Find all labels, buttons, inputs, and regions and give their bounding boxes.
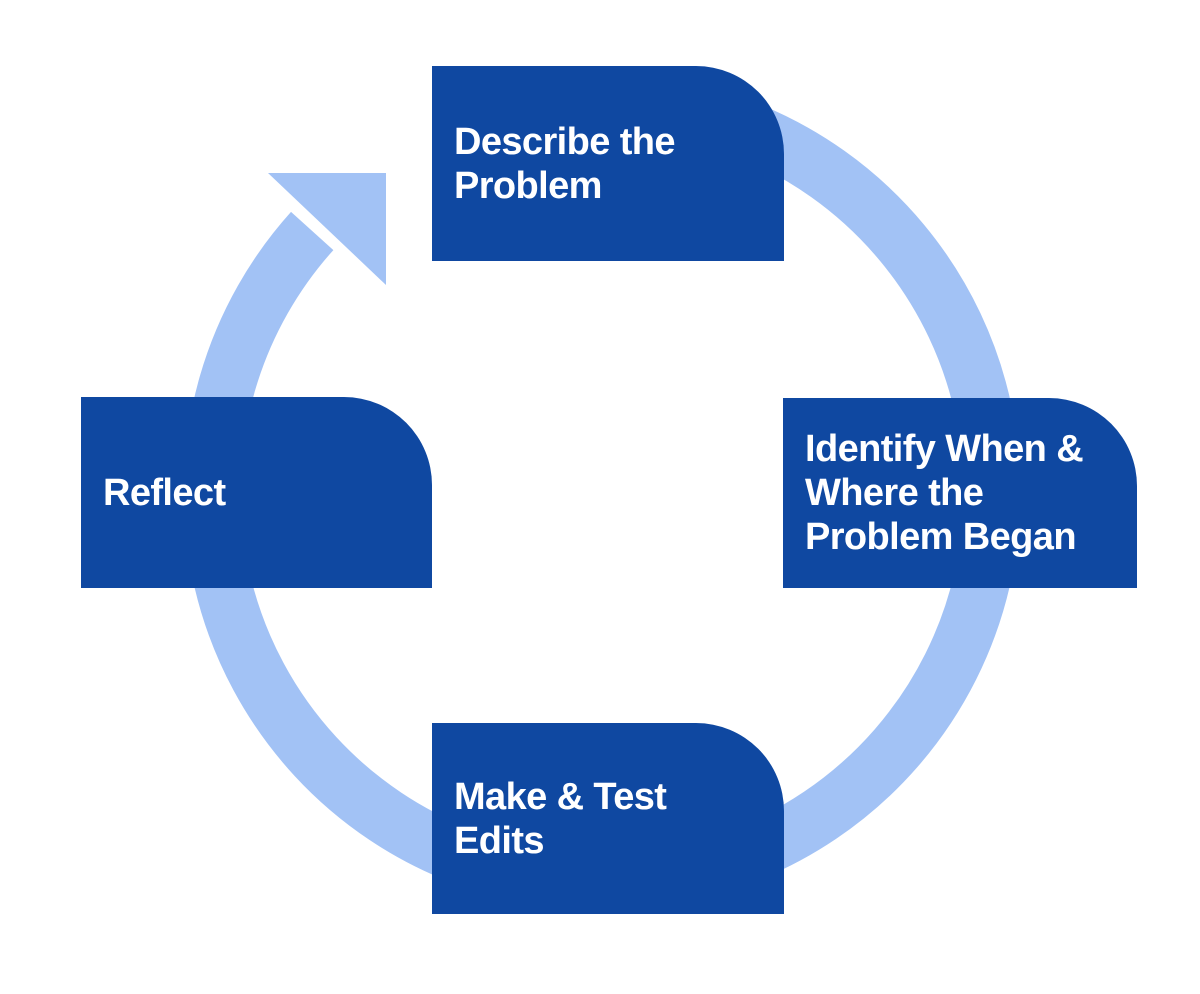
step-describe-problem-label: Describe the Problem <box>454 120 676 207</box>
step-identify-when-where-label: Identify When & Where the Problem Began <box>805 428 1084 558</box>
step-reflect: Reflect <box>81 397 432 588</box>
step-make-test-edits: Make & Test Edits <box>432 723 784 914</box>
cycle-arrowhead-icon <box>268 173 386 285</box>
step-identify-when-where: Identify When & Where the Problem Began <box>783 398 1137 588</box>
step-reflect-label: Reflect <box>103 471 226 514</box>
step-describe-problem: Describe the Problem <box>432 66 784 261</box>
step-make-test-edits-label: Make & Test Edits <box>454 775 667 862</box>
